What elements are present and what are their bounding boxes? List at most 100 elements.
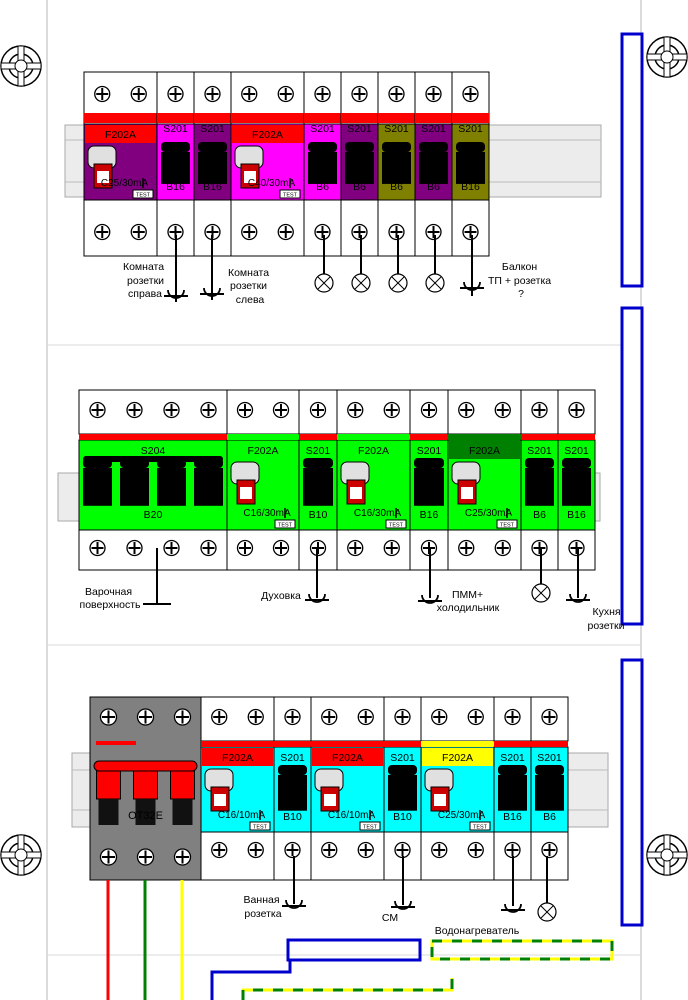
wiring bbox=[143, 235, 590, 922]
screw-icon bbox=[284, 708, 301, 726]
socket-icon bbox=[305, 593, 329, 603]
breaker-rating: B6 bbox=[543, 811, 556, 823]
screw-icon bbox=[200, 401, 217, 419]
screw-icon bbox=[284, 841, 301, 859]
label-washing-machine: СМ bbox=[382, 912, 398, 924]
breaker-model: S201 bbox=[527, 445, 552, 457]
test-button-label: TEST bbox=[283, 193, 298, 199]
breaker-stripe bbox=[384, 741, 421, 747]
rcd-lever-window bbox=[97, 171, 109, 183]
breaker-model: F202A bbox=[358, 445, 389, 457]
terminal-bottom bbox=[83, 199, 158, 257]
screw-icon bbox=[277, 85, 294, 103]
test-button-label: TEST bbox=[473, 825, 488, 831]
toggle-body bbox=[308, 152, 337, 184]
breaker-model: S201 bbox=[384, 123, 409, 135]
screw-icon bbox=[272, 401, 290, 419]
toggle-body bbox=[525, 468, 554, 506]
label-bathroom-socket: Ванная розетка bbox=[244, 894, 283, 920]
terminal-bottom bbox=[420, 831, 495, 881]
mounting-hole-icon bbox=[0, 834, 42, 876]
screw-icon bbox=[431, 841, 448, 859]
breaker-rating: B20 bbox=[144, 509, 163, 521]
breaker-model: F202A bbox=[469, 445, 500, 457]
breaker-ot32e-switch: OT32E bbox=[89, 696, 202, 881]
circuit-labels: Комната розетки справа Комната розетки с… bbox=[80, 261, 625, 937]
toggle-lever bbox=[414, 458, 444, 468]
breaker-stripe bbox=[558, 434, 595, 440]
breaker-model: S201 bbox=[500, 752, 525, 764]
rcd-label-bg bbox=[232, 125, 303, 143]
switch-tag bbox=[96, 741, 136, 745]
toggle-body bbox=[345, 152, 374, 184]
screw-icon bbox=[130, 85, 147, 103]
rcd-lever-window bbox=[324, 794, 336, 806]
screw-icon bbox=[314, 223, 331, 241]
switch-handle bbox=[170, 770, 195, 800]
test-button-label: TEST bbox=[278, 523, 293, 529]
breaker-rating: B16 bbox=[503, 811, 522, 823]
screw-icon bbox=[314, 85, 331, 103]
rcd-label-bg bbox=[312, 748, 383, 766]
rcd-label-bg bbox=[422, 748, 493, 766]
rcd-lever-window bbox=[214, 794, 226, 806]
lamp-icon bbox=[425, 273, 445, 293]
breaker-model: S201 bbox=[280, 752, 305, 764]
breaker-row-1: F202AC25/30mATESTS201B16S201B16F202AC40/… bbox=[83, 71, 490, 257]
screw-icon bbox=[568, 539, 585, 557]
screw-icon bbox=[204, 85, 221, 103]
screw-icon bbox=[99, 848, 118, 866]
breaker-rating: B10 bbox=[309, 509, 328, 521]
rcd-lever-window bbox=[461, 487, 473, 499]
label-balcony: Балкон ТП + розетка ? bbox=[488, 261, 554, 300]
breaker-stripe bbox=[410, 434, 448, 440]
screw-icon bbox=[136, 708, 155, 726]
screw-icon bbox=[126, 539, 143, 557]
toggle-lever bbox=[198, 142, 227, 152]
toggle-lever bbox=[562, 458, 591, 468]
test-button-label: TEST bbox=[500, 523, 515, 529]
switch-bar bbox=[93, 760, 198, 772]
breaker-rating: B16 bbox=[420, 509, 439, 521]
test-button: TEST bbox=[274, 519, 296, 529]
screw-icon bbox=[458, 539, 475, 557]
screw-icon bbox=[394, 841, 411, 859]
breaker-model: S201 bbox=[417, 445, 442, 457]
breaker-stripe bbox=[421, 741, 494, 747]
breaker-model: S201 bbox=[537, 752, 562, 764]
toggle-body bbox=[562, 468, 591, 506]
screw-icon bbox=[467, 708, 484, 726]
gang-bar bbox=[83, 456, 223, 462]
screw-icon bbox=[425, 223, 442, 241]
screw-icon bbox=[272, 539, 290, 557]
screw-icon bbox=[420, 401, 438, 419]
screw-icon bbox=[494, 401, 511, 419]
screw-icon bbox=[467, 841, 484, 859]
breaker-rating: C16/10mA bbox=[218, 810, 266, 821]
rcd-label-bg bbox=[85, 125, 156, 143]
socket-icon bbox=[200, 287, 224, 297]
breaker-row-2: S204B20F202AC16/30mATESTS201B10F202AC16/… bbox=[78, 389, 596, 571]
test-button-label: TEST bbox=[136, 193, 151, 199]
socket-icon bbox=[501, 903, 525, 913]
lamp-icon bbox=[531, 583, 551, 603]
switch-slot bbox=[98, 799, 119, 825]
screw-icon bbox=[494, 539, 511, 557]
breaker-stripe bbox=[84, 113, 157, 123]
toggle-body bbox=[414, 468, 444, 506]
breaker-stripe bbox=[521, 434, 558, 440]
terminal-bottom bbox=[310, 831, 385, 881]
screw-icon bbox=[504, 708, 521, 726]
toggle-body bbox=[83, 468, 112, 506]
mounting-hole-icon bbox=[646, 36, 688, 78]
screw-icon bbox=[462, 223, 479, 241]
